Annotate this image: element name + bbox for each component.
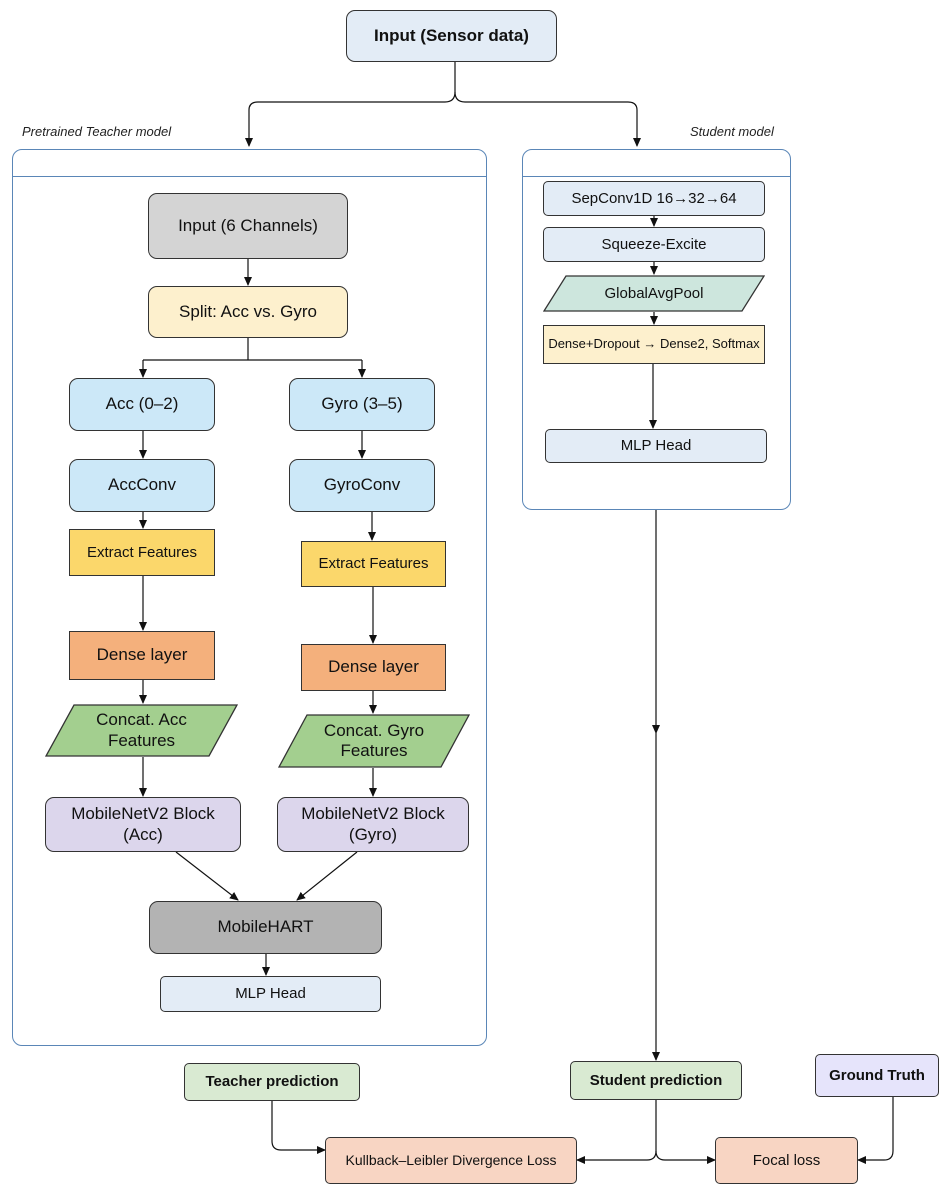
ground-truth-node: Ground Truth (815, 1054, 939, 1097)
acc-extract-node: Extract Features (69, 529, 215, 576)
global-avg-pool-shape (543, 275, 765, 312)
gyro-conv-node: GyroConv (289, 459, 435, 512)
student-caption: Student model (690, 124, 774, 139)
acc-conv-label: AccConv (107, 475, 177, 495)
teacher-prediction-node: Teacher prediction (184, 1063, 360, 1101)
mobilehart-node: MobileHART (149, 901, 382, 954)
student-prediction-node: Student prediction (570, 1061, 742, 1100)
acc-branch-node: Acc (0–2) (69, 378, 215, 431)
split-label: Split: Acc vs. Gyro (179, 301, 317, 321)
teacher-panel-header-divider (13, 176, 486, 177)
gyro-extract-node: Extract Features (301, 541, 446, 587)
gyro-extract-label: Extract Features (318, 555, 429, 573)
student-mlp-head-node: MLP Head (545, 429, 767, 463)
acc-concat-node: Concat. Acc Features (45, 704, 238, 757)
global-avg-pool-label: GlobalAvgPool (604, 284, 704, 302)
mobilehart-label: MobileHART (217, 917, 314, 937)
acc-mobilenet-node: MobileNetV2 Block (Acc) (45, 797, 241, 852)
acc-extract-label: Extract Features (86, 543, 198, 561)
student-dense-node: Dense+Dropout → Dense2, Softmax (543, 325, 765, 364)
ground-truth-label: Ground Truth (829, 1066, 925, 1084)
focal-loss-label: Focal loss (752, 1151, 821, 1169)
gyro-dense-node: Dense layer (301, 644, 446, 691)
teacher-caption: Pretrained Teacher model (22, 124, 172, 139)
sepconv-label: SepConv1D 16→32→64 (571, 189, 737, 207)
student-panel-header-divider (523, 176, 790, 177)
sensor-input-node: Input (Sensor data) (346, 10, 557, 62)
gyro-mobilenet-node: MobileNetV2 Block (Gyro) (277, 797, 469, 852)
acc-mobilenet-label: MobileNetV2 Block (Acc) (71, 804, 215, 844)
acc-concat-shape (45, 704, 238, 757)
sepconv-node: SepConv1D 16→32→64 (543, 181, 765, 216)
acc-dense-node: Dense layer (69, 631, 215, 680)
kl-loss-label: Kullback–Leibler Divergence Loss (345, 1152, 557, 1169)
teacher-input-label: Input (6 Channels) (178, 215, 318, 235)
student-mlp-head-label: MLP Head (620, 437, 692, 455)
gyro-branch-node: Gyro (3–5) (289, 378, 435, 431)
acc-dense-label: Dense layer (96, 645, 188, 665)
squeeze-excite-node: Squeeze-Excite (543, 227, 765, 262)
teacher-panel (12, 149, 487, 1046)
focal-loss-node: Focal loss (715, 1137, 858, 1184)
acc-conv-node: AccConv (69, 459, 215, 512)
acc-concat-label: Concat. Acc Features (96, 710, 187, 750)
sensor-input-label: Input (Sensor data) (374, 25, 529, 45)
global-avg-pool-node: GlobalAvgPool (543, 275, 765, 312)
student-panel (522, 149, 791, 510)
student-dense-label: Dense+Dropout → Dense2, Softmax (548, 336, 760, 352)
student-prediction-label: Student prediction (589, 1071, 723, 1089)
gyro-conv-label: GyroConv (323, 475, 401, 495)
gyro-concat-label: Concat. Gyro Features (323, 720, 425, 760)
teacher-mlp-head-label: MLP Head (235, 985, 306, 1003)
gyro-dense-label: Dense layer (328, 657, 419, 677)
split-node: Split: Acc vs. Gyro (148, 286, 348, 338)
kl-loss-node: Kullback–Leibler Divergence Loss (325, 1137, 577, 1184)
squeeze-excite-label: Squeeze-Excite (601, 235, 707, 253)
acc-branch-label: Acc (0–2) (105, 394, 179, 414)
teacher-prediction-label: Teacher prediction (205, 1073, 339, 1091)
gyro-branch-label: Gyro (3–5) (321, 394, 403, 414)
gyro-concat-node: Concat. Gyro Features (278, 714, 470, 768)
teacher-mlp-head-node: MLP Head (160, 976, 381, 1012)
gyro-mobilenet-label: MobileNetV2 Block (Gyro) (301, 804, 445, 844)
teacher-input-node: Input (6 Channels) (148, 193, 348, 259)
gyro-concat-shape (278, 714, 470, 768)
